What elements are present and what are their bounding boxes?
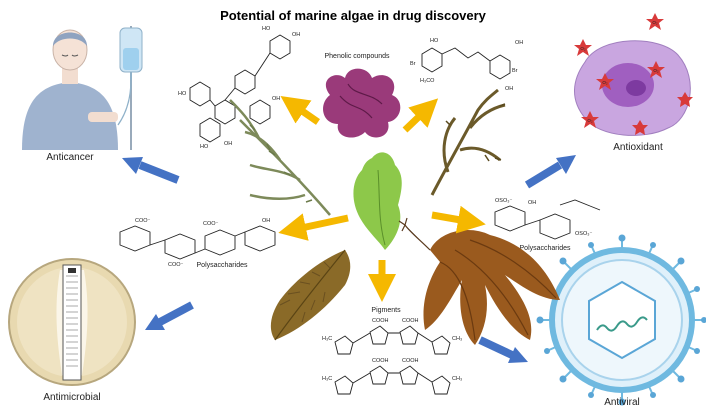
arrow-to-antiviral — [478, 336, 528, 363]
svg-text:Br: Br — [410, 61, 416, 67]
antimicrobial-label: Antimicrobial — [43, 392, 100, 403]
svg-text:COO⁻: COO⁻ — [203, 221, 219, 227]
svg-text:O₂: O₂ — [587, 118, 593, 123]
anticancer-label: Anticancer — [46, 152, 94, 163]
patient-iv-icon — [22, 26, 143, 150]
branched-alga-left-icon — [229, 99, 331, 216]
svg-text:O₂: O₂ — [580, 46, 586, 51]
svg-text:OSO₃⁻: OSO₃⁻ — [575, 231, 592, 237]
svg-text:COO⁻: COO⁻ — [168, 262, 184, 268]
diagram-title: Potential of marine algae in drug discov… — [220, 8, 487, 23]
svg-text:O₂: O₂ — [602, 80, 608, 85]
svg-text:CH₃: CH₃ — [452, 376, 462, 382]
arrow-to-polysaccharides-left — [278, 213, 349, 241]
svg-text:COO⁻: COO⁻ — [135, 218, 151, 224]
antioxidant-label: Antioxidant — [613, 142, 663, 153]
svg-text:O₂: O₂ — [652, 20, 658, 25]
svg-text:HO: HO — [430, 38, 439, 44]
svg-text:O₂: O₂ — [653, 68, 659, 73]
green-alga-icon — [353, 152, 402, 250]
pigments-label: Pigments — [371, 307, 401, 314]
svg-text:Br: Br — [512, 68, 518, 74]
polysaccharides-right-label: Polysaccharides — [520, 245, 571, 252]
svg-text:OH: OH — [224, 141, 232, 147]
pigment-structure: COOH COOH COOH COOH H₃C CH₃ H₃C CH₃ — [322, 318, 462, 395]
svg-text:H₃C: H₃C — [322, 376, 332, 382]
svg-text:OH: OH — [272, 96, 280, 102]
svg-text:COOH: COOH — [402, 358, 419, 364]
purple-alga-icon — [323, 68, 401, 138]
svg-text:OH: OH — [515, 40, 523, 46]
kelp-alga-icon — [398, 217, 560, 345]
svg-text:OH: OH — [528, 200, 536, 206]
svg-text:OH: OH — [292, 32, 300, 38]
svg-text:H₃CO: H₃CO — [420, 78, 435, 84]
polysaccharide-structure-left: COO⁻ COO⁻ COO⁻ OH — [119, 218, 276, 268]
svg-text:CH₃: CH₃ — [452, 336, 462, 342]
arrow-to-polysaccharides-right — [431, 205, 486, 234]
svg-text:HO: HO — [262, 26, 271, 32]
arrow-to-antioxidant — [524, 155, 576, 189]
phenolic-label: Phenolic compounds — [325, 53, 390, 60]
phenolic-structure-left: OH HO OH HO HO OH — [178, 26, 300, 150]
arrow-to-phenolic-left — [280, 96, 320, 125]
arrow-to-anticancer — [122, 157, 180, 184]
svg-text:COOH: COOH — [372, 318, 389, 324]
blue-arrows — [122, 155, 576, 363]
svg-text:OH: OH — [262, 218, 270, 224]
svg-text:HO: HO — [200, 144, 209, 150]
svg-text:OH: OH — [505, 86, 513, 92]
svg-text:COOH: COOH — [402, 318, 419, 324]
antiviral-label: Antiviral — [604, 397, 640, 408]
petri-dish-icon — [8, 258, 136, 386]
cancer-cell-icon: O₂ O₂ O₂ O₂ O₂ — [574, 13, 693, 136]
polysaccharides-left-label: Polysaccharides — [197, 262, 248, 269]
svg-text:H₃C: H₃C — [322, 336, 332, 342]
svg-text:COOH: COOH — [372, 358, 389, 364]
branched-alga-right-icon — [430, 88, 506, 196]
radical-group: O₂ O₂ O₂ O₂ O₂ — [574, 13, 693, 135]
yellow-arrows — [278, 96, 486, 302]
polysaccharide-structure-right: OSO₃⁻ OH OSO₃⁻ — [494, 198, 601, 240]
virus-icon — [536, 234, 706, 406]
svg-text:OSO₃⁻: OSO₃⁻ — [495, 198, 512, 204]
svg-text:HO: HO — [178, 91, 187, 97]
arrow-to-antimicrobial — [145, 301, 194, 330]
feather-alga-icon — [270, 249, 351, 341]
arrow-to-phenolic-right — [402, 98, 439, 133]
